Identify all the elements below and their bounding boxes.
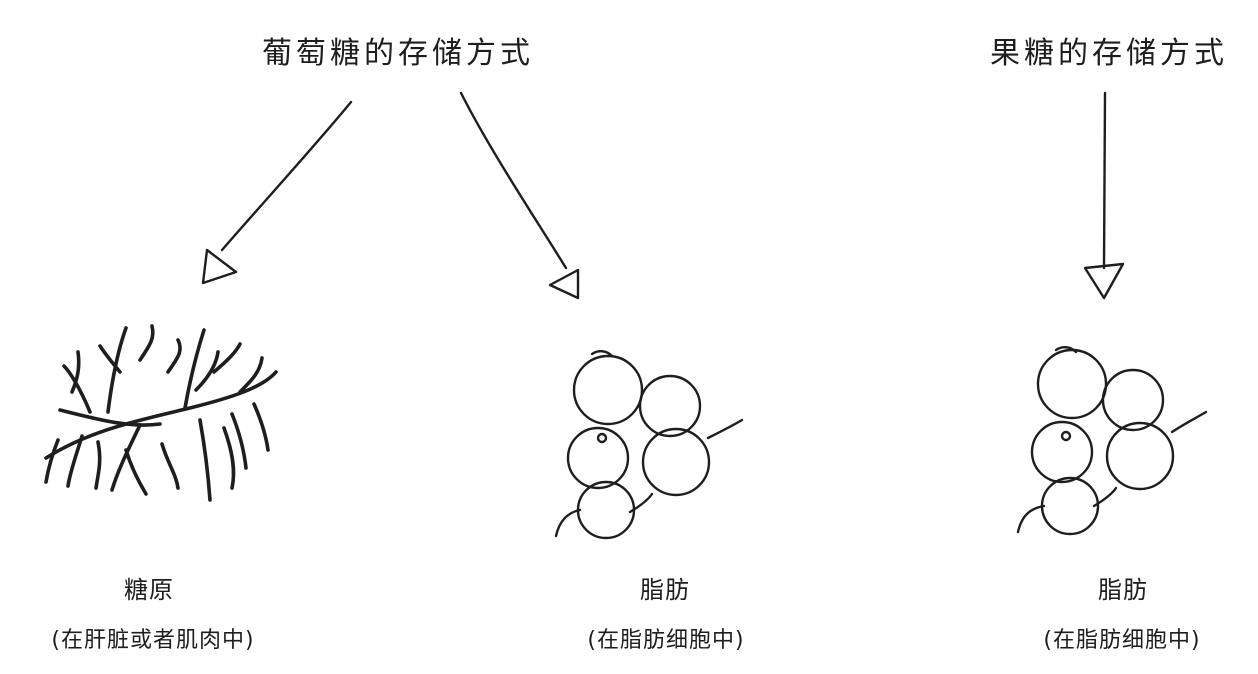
fat-label-glucose: 脂肪 bbox=[640, 576, 690, 604]
arrow-to-glycogen bbox=[201, 100, 353, 285]
fat-location-note-fructose: (在脂肪细胞中) bbox=[1043, 628, 1201, 653]
glycogen-label: 糖原 bbox=[124, 576, 174, 604]
arrow-to-fat-from-glucose bbox=[459, 91, 580, 300]
fat-location-note-glucose: (在脂肪细胞中) bbox=[587, 628, 745, 653]
arrow-to-fat-from-fructose bbox=[1083, 91, 1125, 300]
glucose-storage-heading: 葡萄糖的存储方式 bbox=[262, 36, 534, 71]
fructose-storage-heading: 果糖的存储方式 bbox=[990, 36, 1228, 71]
fat-cluster-glucose bbox=[554, 350, 744, 540]
fat-cluster-fructose bbox=[1016, 346, 1208, 536]
glycogen-drawing bbox=[44, 324, 278, 502]
glycogen-location-note: (在肝脏或者肌肉中) bbox=[51, 628, 255, 653]
fat-label-fructose: 脂肪 bbox=[1098, 576, 1148, 604]
